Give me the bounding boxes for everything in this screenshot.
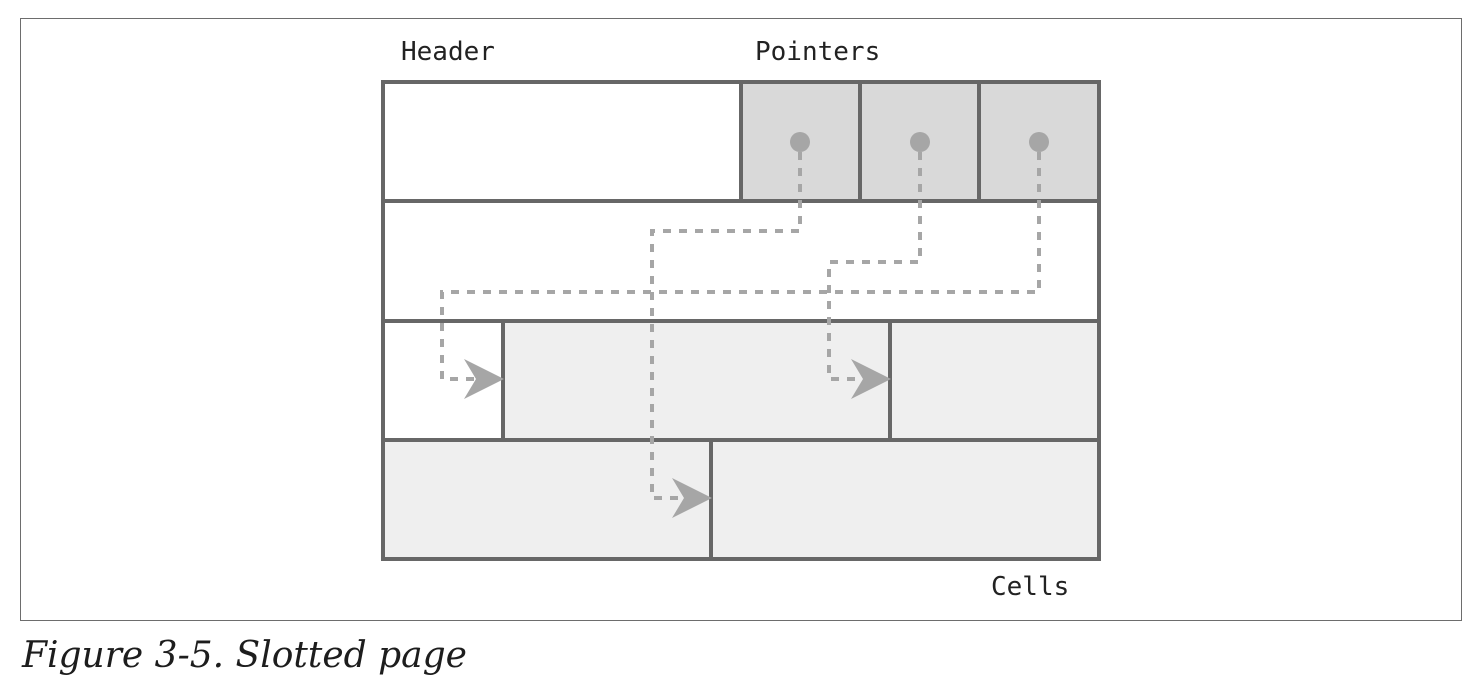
- cell: [711, 440, 1099, 559]
- header-label: Header: [401, 37, 495, 67]
- cell: [503, 321, 890, 440]
- pointer-dot: [1029, 132, 1049, 152]
- pointer-arrow: [650, 152, 802, 518]
- cell: [890, 321, 1099, 440]
- pointers-label: Pointers: [755, 37, 880, 67]
- pointer-dot: [790, 132, 810, 152]
- pointer-dot: [910, 132, 930, 152]
- pointer-arrows: [440, 152, 1041, 518]
- figure-caption: Figure 3-5. Slotted page: [22, 635, 467, 676]
- pointer-dots: [790, 132, 1049, 152]
- cells-label: Cells: [991, 572, 1069, 602]
- page-grid: [381, 80, 1101, 561]
- pointer-arrow: [440, 152, 1041, 399]
- pointer-arrow: [827, 152, 922, 399]
